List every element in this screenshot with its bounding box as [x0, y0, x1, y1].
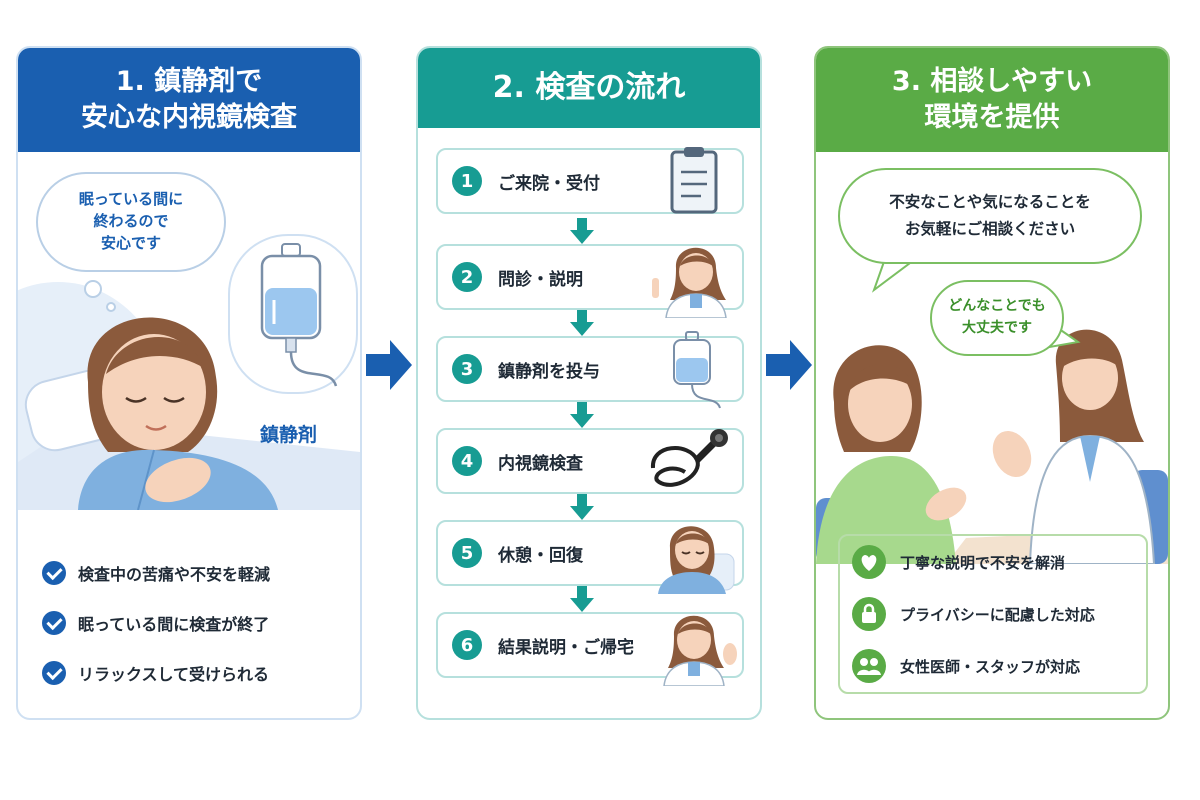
down-arrow-icon [570, 402, 594, 428]
benefit-item: 眠っている間に検査が終了 [42, 598, 270, 648]
down-arrow-icon [570, 586, 594, 612]
flow-step: 3 鎮静剤を投与 [436, 331, 744, 409]
step-number: 1 [452, 166, 482, 196]
reply-line2: 大丈夫です [962, 320, 1032, 336]
step-number: 5 [452, 538, 482, 568]
thought-bubble: 眠っている間に 終わるので 安心です [36, 172, 226, 272]
benefit-item: 検査中の苦痛や不安を軽減 [42, 548, 270, 598]
benefit-text: 眠っている間に検査が終了 [78, 615, 270, 634]
feature-item: 女性医師・スタッフが対応 [840, 640, 1146, 692]
doctor-reply-bubble: どんなことでも 大丈夫です [930, 280, 1064, 356]
thought-dot [84, 280, 102, 298]
panel-consultation: 3. 相談しやすい 環境を提供 [814, 46, 1170, 720]
thought-line2: 終わるので [93, 212, 169, 231]
checkmark-icon [42, 611, 66, 635]
panel-sedation-header: 1. 鎮静剤で 安心な内視鏡検査 [18, 48, 360, 152]
step-number: 2 [452, 262, 482, 292]
endoscope-icon [651, 429, 728, 487]
panel-exam-flow-title: 2. 検査の流れ [492, 70, 686, 106]
clipboard-icon [670, 147, 718, 214]
step-label: 内視鏡検査 [498, 453, 583, 474]
checkmark-icon [42, 661, 66, 685]
speech-line2: お気軽にご相談ください [904, 220, 1076, 238]
step-number: 6 [452, 630, 482, 660]
sedation-benefits-list: 検査中の苦痛や不安を軽減 眠っている間に検査が終了 リラックスして受けられる [42, 548, 270, 698]
iv-bag-icon [673, 331, 721, 409]
step-label: ご来院・受付 [498, 173, 600, 194]
flow-step: 6 結果説明・ご帰宅 [436, 612, 744, 686]
consultation-features-list: 丁寧な説明で不安を解消 プライバシーに配慮した対応 女性医師・スタッフが対応 [838, 534, 1148, 694]
thought-line1: 眠っている間に [78, 190, 184, 209]
checkmark-icon [42, 561, 66, 585]
down-arrow-icon [570, 310, 594, 336]
iv-circle [228, 234, 358, 394]
down-arrow-icon [570, 494, 594, 520]
consultation-scene [816, 254, 1168, 564]
panel-sedation-title-line1: 1. 鎮静剤で [115, 66, 263, 98]
panel-consultation-title-line1: 3. 相談しやすい [891, 66, 1093, 98]
thought-dot [106, 302, 116, 312]
doctor-pointing-icon [652, 247, 727, 318]
panel-sedation-title-line2: 安心な内視鏡検査 [81, 102, 297, 133]
flow-step: 2 問診・説明 [436, 244, 744, 318]
panel-consultation-title-line2: 環境を提供 [924, 102, 1060, 133]
step-label: 鎮静剤を投与 [498, 361, 600, 382]
feature-text: プライバシーに配慮した対応 [900, 605, 1095, 624]
doctor-waving-icon [663, 615, 737, 686]
feature-text: 丁寧な説明で不安を解消 [900, 553, 1066, 572]
flow-step: 4 内視鏡検査 [436, 428, 744, 494]
down-arrow-icon [570, 218, 594, 244]
people-icon [852, 649, 886, 683]
bed-illustration [18, 282, 360, 510]
flow-step: 1 ご来院・受付 [436, 147, 744, 214]
panel-exam-flow-header: 2. 検査の流れ [418, 48, 760, 128]
lock-icon [852, 597, 886, 631]
thought-line3: 安心です [100, 233, 161, 252]
iv-label: 鎮静剤 [260, 424, 318, 446]
panel-sedation: 1. 鎮静剤で 安心な内視鏡検査 眠っている間に 終わるので [16, 46, 362, 720]
sleeping-patient-illustration: 眠っている間に 終わるので 安心です 鎮静剤 [18, 152, 360, 510]
benefit-text: リラックスして受けられる [78, 665, 270, 684]
flow-step: 5 休憩・回復 [436, 520, 744, 594]
feature-item: プライバシーに配慮した対応 [840, 588, 1146, 640]
panel-exam-flow: 2. 検査の流れ 1 ご来院・受付 2 問診・説明 3 鎮静剤を投与 [416, 46, 762, 720]
heart-icon [852, 545, 886, 579]
reply-line1: どんなことでも [948, 298, 1046, 315]
consultation-illustration: 不安なことや気になることを お気軽にご相談ください どんなことでも 大丈夫です [816, 152, 1168, 564]
step-number: 4 [452, 446, 482, 476]
right-arrow-icon [366, 340, 412, 390]
right-arrow-icon [766, 340, 812, 390]
benefit-text: 検査中の苦痛や不安を軽減 [78, 565, 271, 584]
speech-line1: 不安なことや気になることを [889, 192, 1091, 211]
feature-text: 女性医師・スタッフが対応 [900, 657, 1081, 676]
iv-bag-icon [260, 243, 338, 387]
step-label: 問診・説明 [498, 269, 583, 290]
step-label: 結果説明・ご帰宅 [498, 637, 634, 658]
panel-consultation-header: 3. 相談しやすい 環境を提供 [816, 48, 1168, 152]
resting-patient-icon [658, 526, 735, 594]
step-label: 休憩・回復 [498, 545, 583, 566]
step-number: 3 [452, 354, 482, 384]
feature-item: 丁寧な説明で不安を解消 [840, 536, 1146, 588]
patient-speech-bubble: 不安なことや気になることを お気軽にご相談ください [838, 168, 1142, 264]
benefit-item: リラックスして受けられる [42, 648, 270, 698]
